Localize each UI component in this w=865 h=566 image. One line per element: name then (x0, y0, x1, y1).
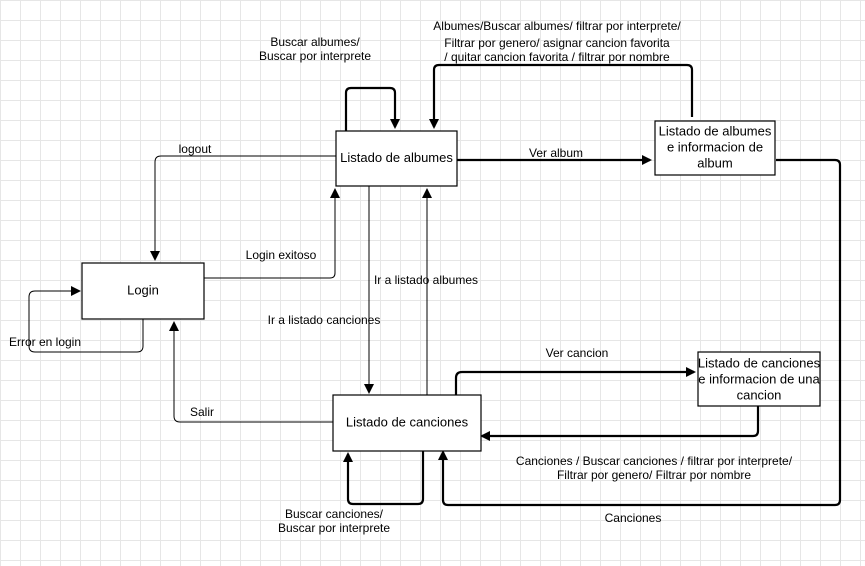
label-login-exitoso: Login exitoso (246, 248, 317, 262)
label-logout: logout (179, 142, 212, 156)
label-ir-canciones: Ir a listado canciones (268, 313, 381, 327)
label-albums-self-2: Buscar por interprete (259, 49, 371, 63)
label-ver-cancion: Ver cancion (546, 346, 609, 360)
label-album-info-back-2: Filtrar por genero/ asignar cancion favo… (444, 36, 670, 50)
node-album-info-line-3: album (697, 155, 732, 170)
edge-song-info-to-songs (480, 406, 760, 441)
edge-album-info-to-albums (429, 63, 694, 129)
node-album-info-line-1: Listado de albumes (659, 123, 772, 138)
node-login: Login (81, 262, 205, 320)
node-song-info-line-2: e informacion de una (698, 371, 820, 386)
node-listado-canciones-label: Listado de canciones (346, 414, 469, 429)
edge-albums-self-loop (344, 86, 400, 131)
node-song-info: Listado de canciones e informacion de un… (697, 351, 821, 407)
edge-salir (169, 321, 333, 423)
node-listado-albumes-label: Listado de albumes (340, 150, 453, 165)
label-albums-self-1: Buscar albumes/ (270, 35, 360, 49)
edge-logout (150, 155, 336, 261)
label-ver-album: Ver album (529, 146, 583, 160)
node-listado-albumes: Listado de albumes (335, 130, 458, 187)
node-login-label: Login (127, 282, 159, 297)
node-album-info-line-2: e informacion de (667, 139, 763, 154)
node-listado-canciones: Listado de canciones (332, 394, 482, 452)
label-ir-albumes: Ir a listado albumes (374, 273, 478, 287)
edge-songs-self-loop (343, 451, 425, 506)
label-album-info-back-1: Albumes/Buscar albumes/ filtrar por inte… (433, 19, 681, 33)
label-canciones: Canciones (605, 511, 662, 525)
edge-error-login (28, 286, 144, 353)
edge-canciones (438, 158, 842, 507)
node-song-info-line-3: cancion (737, 387, 782, 402)
label-songs-self-2: Buscar por interprete (278, 521, 390, 535)
label-salir: Salir (190, 405, 214, 419)
edge-login-exitoso (204, 188, 340, 279)
label-error-login: Error en login (9, 335, 81, 349)
node-song-info-line-1: Listado de canciones (698, 355, 821, 370)
label-song-info-back-2: Filtrar por genero/ Filtrar por nombre (557, 468, 751, 482)
label-song-info-back-1: Canciones / Buscar canciones / filtrar p… (516, 454, 793, 468)
label-songs-self-1: Buscar canciones/ (285, 507, 384, 521)
node-album-info: Listado de albumes e informacion de albu… (654, 120, 776, 176)
edge-ver-cancion (454, 367, 696, 395)
label-album-info-back-3: / quitar cancion favorita / filtrar por … (444, 50, 670, 64)
